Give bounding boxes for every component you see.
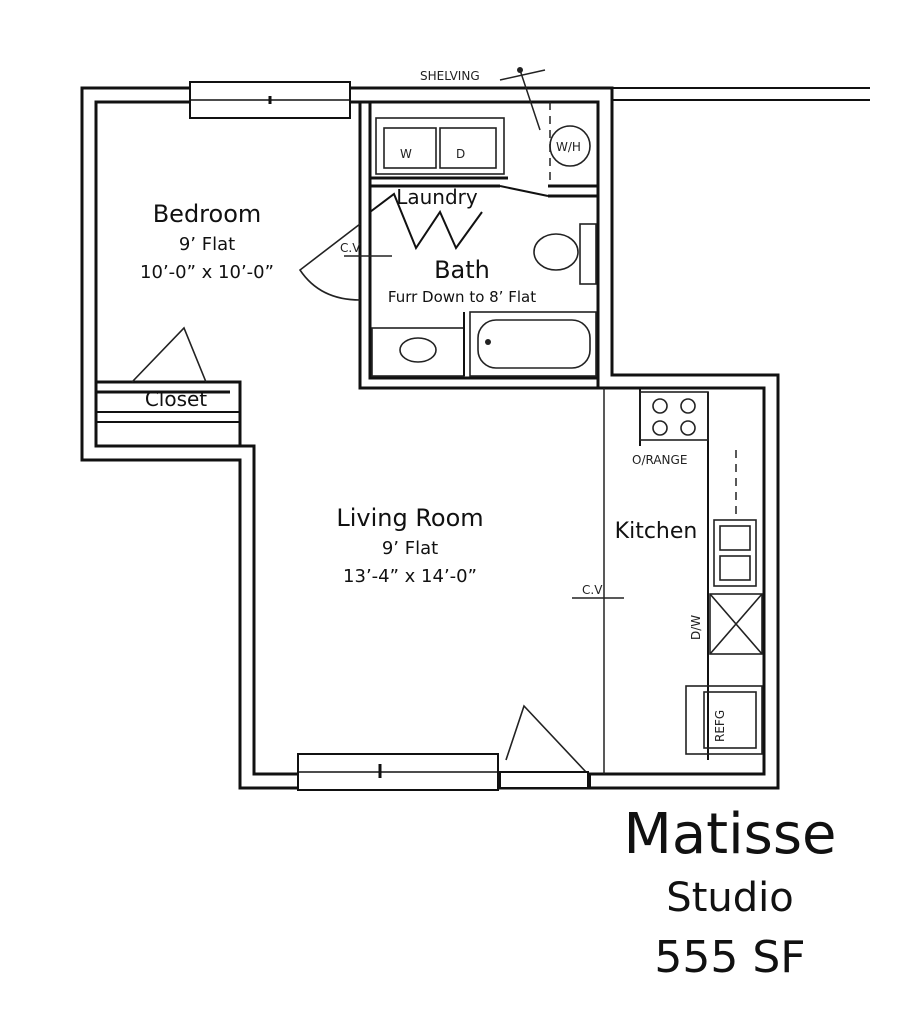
kitchen-divider: [603, 388, 709, 774]
closet: [95, 326, 242, 446]
svg-text:D/W: D/W: [689, 615, 703, 640]
living-room-labels: Living Room 9’ Flat 13’-4” x 14’-0”: [336, 504, 483, 587]
living-room-name: Living Room: [336, 504, 483, 532]
shelving-leader: SHELVING: [420, 67, 551, 186]
svg-text:REFG: REFG: [713, 710, 727, 742]
svg-text:C.V: C.V: [340, 241, 361, 255]
svg-text:C.V: C.V: [582, 583, 603, 597]
living-room-ceiling: 9’ Flat: [382, 538, 438, 559]
range: O/RANGE: [632, 391, 709, 467]
plan-area: 555 SF: [654, 932, 806, 983]
bath-laundry-walls: [358, 102, 598, 390]
bath-note: Furr Down to 8’ Flat: [388, 288, 536, 306]
refrigerator: REFG: [685, 685, 763, 755]
toilet: [533, 223, 597, 285]
kitchen-sink: [713, 450, 757, 587]
bathtub: [469, 311, 597, 377]
dishwasher: D/W: [689, 593, 763, 655]
bath-sink: [371, 312, 465, 377]
plan-name: Matisse: [623, 802, 837, 867]
bedroom-labels: Bedroom 9’ Flat 10’-0” x 10’-0”: [140, 200, 274, 283]
bedroom-window: [189, 81, 351, 119]
title-block: Matisse Studio 555 SF: [560, 800, 900, 990]
bedroom-ceiling: 9’ Flat: [179, 234, 235, 255]
svg-text:W: W: [400, 147, 412, 161]
living-window: [297, 753, 499, 791]
bath-name: Bath: [434, 256, 490, 284]
closet-name: Closet: [145, 387, 207, 411]
laundry-name: Laundry: [396, 185, 478, 209]
svg-text:W/H: W/H: [556, 140, 581, 154]
svg-text:O/RANGE: O/RANGE: [632, 453, 687, 467]
washer-dryer: W D: [375, 117, 505, 175]
bedroom-door: [298, 223, 361, 301]
ceiling-vent-bath: C.V: [340, 241, 392, 257]
bedroom-dims: 10’-0” x 10’-0”: [140, 262, 274, 283]
kitchen-name: Kitchen: [615, 519, 698, 544]
entry-door: [499, 704, 589, 789]
bedroom-name: Bedroom: [153, 200, 262, 228]
living-room-dims: 13’-4” x 14’-0”: [343, 566, 477, 587]
water-heater: W/H: [549, 125, 591, 167]
svg-text:SHELVING: SHELVING: [420, 69, 480, 83]
plan-type: Studio: [666, 875, 794, 921]
svg-text:D: D: [456, 147, 465, 161]
ceiling-vent-kitchen: C.V: [572, 583, 624, 599]
